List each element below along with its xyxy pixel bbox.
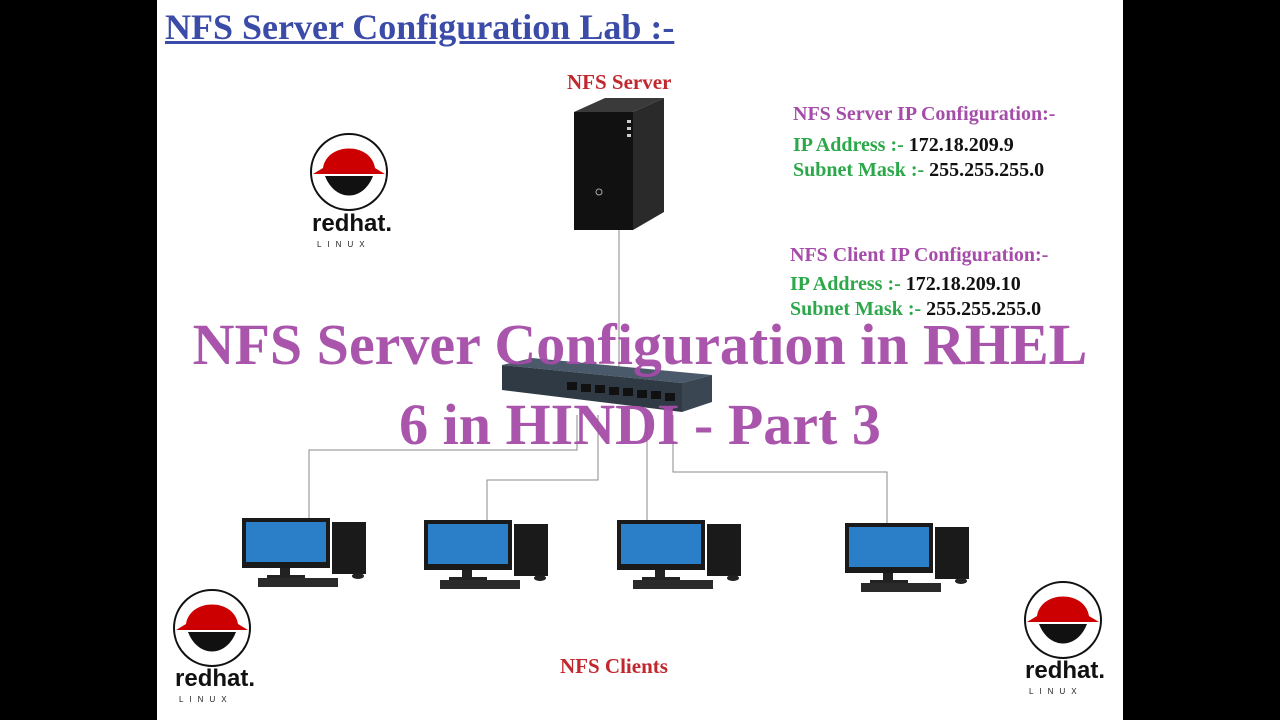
client-ip-key: IP Address :- — [790, 273, 901, 295]
client-ip-row: IP Address :- 172.18.209.10 — [790, 273, 1048, 296]
redhat-shadowman-icon-3 — [1025, 582, 1101, 658]
redhat-logo-sub-3: LINUX — [1029, 687, 1083, 696]
redhat-logo-text-1: redhat. — [312, 210, 392, 238]
server-ip-key: IP Address :- — [793, 134, 904, 156]
redhat-shadowman-icon-1 — [311, 134, 387, 210]
server-ip-row: IP Address :- 172.18.209.9 — [793, 134, 1055, 157]
server-config-heading: NFS Server IP Configuration:- — [793, 103, 1055, 126]
nfs-clients-label: NFS Clients — [560, 654, 668, 679]
redhat-logo-text-3: redhat. — [1025, 657, 1105, 685]
video-title-overlay: NFS Server Configuration in RHEL 6 in HI… — [157, 305, 1123, 465]
server-mask-row: Subnet Mask :- 255.255.255.0 — [793, 159, 1055, 182]
nfs-server-label: NFS Server — [567, 70, 671, 95]
overlay-line-2: 6 in HINDI - Part 3 — [157, 385, 1123, 465]
redhat-logo-sub-2: LINUX — [179, 695, 233, 704]
client-pc-icon-3 — [617, 520, 741, 589]
server-mask-value: 255.255.255.0 — [929, 159, 1044, 181]
client-ip-value: 172.18.209.10 — [906, 273, 1021, 295]
redhat-logo-text-2: redhat. — [175, 665, 255, 693]
diagram-canvas: redhat. LINUX redhat. LINUX redhat. LINU… — [157, 0, 1123, 720]
redhat-shadowman-icon-2 — [174, 590, 250, 666]
page-title: NFS Server Configuration Lab :- — [165, 6, 674, 48]
overlay-line-1: NFS Server Configuration in RHEL — [157, 305, 1123, 385]
redhat-logo-sub-1: LINUX — [317, 240, 371, 249]
client-pc-icon-4 — [845, 523, 969, 592]
server-ip-value: 172.18.209.9 — [909, 134, 1014, 156]
client-pc-icon-1 — [242, 518, 366, 587]
client-config-heading: NFS Client IP Configuration:- — [790, 244, 1048, 267]
server-tower-icon — [574, 98, 664, 230]
server-mask-key: Subnet Mask :- — [793, 159, 924, 181]
server-ip-config: NFS Server IP Configuration:- IP Address… — [793, 103, 1055, 182]
client-pc-icon-2 — [424, 520, 548, 589]
